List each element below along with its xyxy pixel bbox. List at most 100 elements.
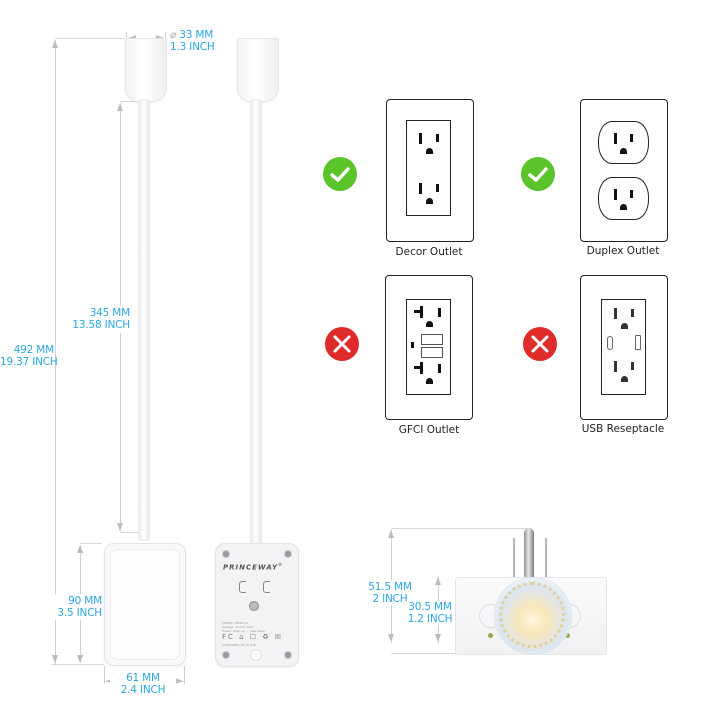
- gooseneck-top-line: [120, 101, 138, 102]
- certification-icons: FC ⌂ ☐ ♻ ☒: [222, 633, 284, 641]
- arrow-up-icon: [77, 545, 83, 553]
- reset-button: [421, 347, 443, 358]
- neutral-slot: [438, 364, 441, 373]
- gooseneck-length-mm: 345 MM: [89, 307, 131, 319]
- gfci-outlet-label: GFCI Outlet: [398, 424, 460, 436]
- nightlight-total-height-mm: 51.5 MM: [368, 581, 412, 593]
- decor-outlet-label: Decor Outlet: [395, 246, 463, 258]
- ground-slot: [621, 376, 628, 382]
- plug-pin: [545, 538, 547, 578]
- total-length-dimension-line: [55, 40, 56, 665]
- button-icon: [250, 649, 262, 661]
- plug-pin: [513, 538, 515, 578]
- hot-slot: [614, 308, 617, 319]
- gooseneck-length-inch: 13.58 INCH: [72, 319, 130, 331]
- decor-outlet-face: [406, 120, 451, 216]
- arrow-up-icon: [117, 103, 123, 111]
- gooseneck: [138, 99, 150, 541]
- test-button: [421, 334, 443, 345]
- hot-slot: [419, 183, 422, 194]
- usb-outlet-label: USB Reseptacle: [581, 423, 665, 435]
- ground-slot: [620, 148, 627, 154]
- head-diameter-inch: 1.3 INCH: [170, 41, 215, 53]
- lamp-head: [125, 38, 167, 102]
- ground-pin-icon: [249, 601, 259, 611]
- indicator-light: [411, 342, 414, 348]
- t-slot-bar: [414, 366, 422, 369]
- arrow-down-icon: [435, 634, 441, 642]
- ground-slot: [426, 148, 433, 154]
- head-diameter-mm: 33 MM: [179, 29, 214, 41]
- spec-text: MODEL: HOSE-01 Voltage: AC110-120V Power…: [222, 621, 265, 633]
- duplex-receptacle-top: [598, 121, 649, 164]
- base-height-mm: 90 MM: [68, 595, 102, 607]
- duplex-receptacle-bottom: [598, 177, 649, 220]
- usb-a-port-icon: [635, 335, 641, 350]
- total-length-mm: 492 MM: [13, 344, 55, 356]
- conform-text: CONFORMS TO UL STD: [222, 643, 257, 647]
- prong-slot-icon: [239, 581, 246, 593]
- neutral-slot: [631, 309, 634, 317]
- base-width-label: 61 MM 2.4 INCH: [110, 672, 176, 696]
- screw-icon: [222, 651, 230, 659]
- cross-icon: [325, 327, 359, 361]
- indicator-led: [565, 633, 570, 638]
- brand-name: PRINCEWAY: [223, 563, 279, 572]
- base-height-label: 90 MM 3.5 INCH: [40, 594, 102, 620]
- hot-slot: [420, 306, 423, 318]
- led-array: [499, 582, 565, 648]
- dim-tick: [126, 32, 127, 42]
- hot-slot: [420, 362, 423, 374]
- gooseneck-bottom-line: [120, 532, 138, 533]
- dim-tick: [165, 32, 166, 42]
- total-length-label: 492 MM 19.37 INCH: [0, 342, 58, 370]
- hot-slot: [614, 189, 617, 200]
- screw-icon: [222, 550, 230, 558]
- gfci-outlet-face: [406, 299, 451, 395]
- nightlight-body-height-mm: 30.5 MM: [408, 601, 452, 613]
- neutral-slot: [436, 184, 439, 192]
- base-bottom-line: [52, 664, 104, 665]
- hot-slot: [419, 133, 422, 144]
- screw-icon: [284, 651, 292, 659]
- arrow-down-icon: [77, 655, 83, 663]
- diameter-icon: ⌀: [170, 29, 177, 41]
- arrow-up-icon: [388, 530, 394, 538]
- lamp-head: [237, 38, 279, 102]
- hot-slot: [614, 361, 617, 372]
- dim-tick: [184, 666, 185, 684]
- ground-slot: [620, 204, 627, 210]
- duplex-outlet-label: Duplex Outlet: [586, 245, 660, 257]
- ground-slot: [426, 198, 433, 204]
- head-diameter-label: ⌀ 33 MM 1.3 INCH: [170, 29, 215, 53]
- brand-logo: PRINCEWAY®: [223, 562, 283, 571]
- brand-mark: ®: [278, 562, 284, 567]
- lamp-base-back: PRINCEWAY® MODEL: HOSE-01 Voltage: AC110…: [215, 543, 299, 667]
- base-height-inch: 3.5 INCH: [57, 607, 102, 619]
- base-inner-panel: [110, 549, 180, 660]
- t-slot-bar: [414, 310, 422, 313]
- check-icon: [521, 157, 555, 191]
- hot-slot: [614, 133, 617, 144]
- usb-outlet-plate: [580, 275, 668, 420]
- decor-outlet-plate: [386, 99, 474, 242]
- screw-icon: [284, 550, 292, 558]
- spec-line: MODEL: HOSE-01: [222, 621, 249, 625]
- arrow-down-icon: [388, 634, 394, 642]
- duplex-outlet-plate: [580, 99, 668, 242]
- ground-slot: [426, 378, 433, 384]
- lamp-base-front: [104, 543, 186, 666]
- gfci-outlet-plate: [385, 275, 473, 420]
- neutral-slot: [630, 134, 633, 142]
- ground-slot: [426, 321, 433, 327]
- base-top-line: [80, 543, 102, 544]
- nightlight-top-line: [391, 528, 531, 529]
- base-width-mm: 61 MM: [126, 672, 160, 684]
- usb-c-port-icon: [607, 336, 613, 350]
- total-length-top-line: [55, 38, 125, 39]
- ground-slot: [621, 323, 628, 329]
- usb-outlet-face: [601, 299, 646, 395]
- neutral-slot: [436, 134, 439, 142]
- nightlight-body-height-inch: 1.2 INCH: [407, 613, 453, 625]
- arrow-down-icon: [52, 655, 58, 663]
